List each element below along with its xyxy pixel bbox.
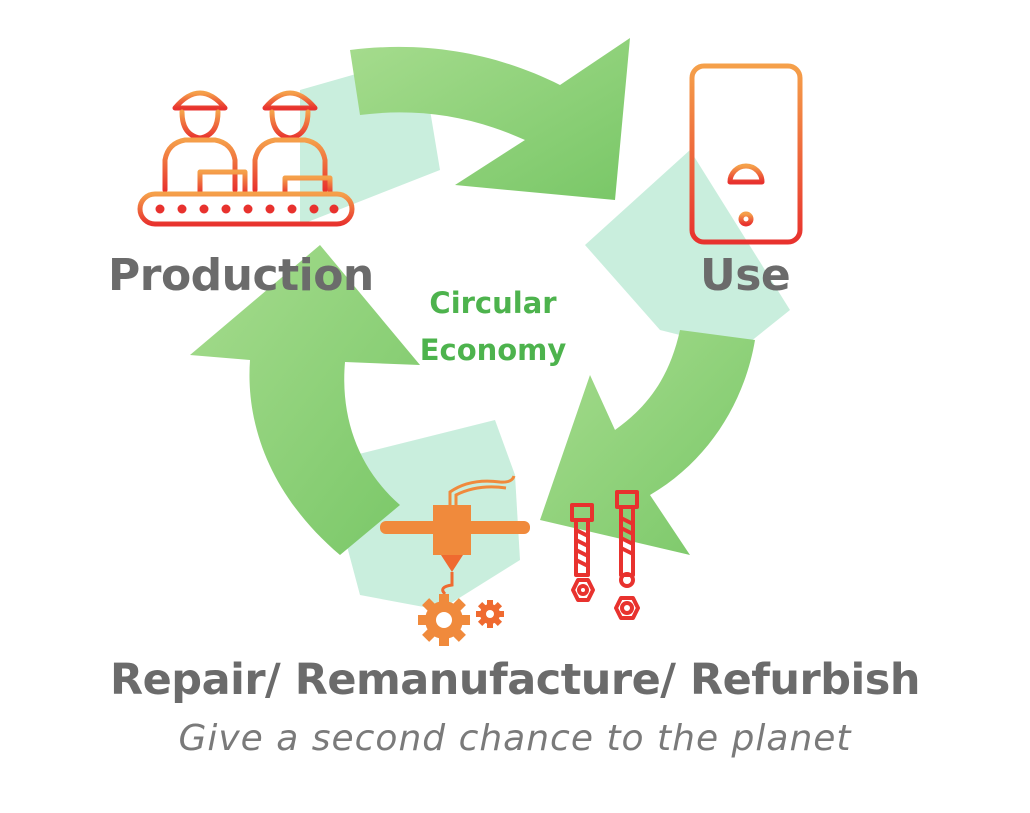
conveyor-rollers [155, 204, 339, 214]
heater-gauge [727, 163, 765, 185]
3d-printer-gears-icon [380, 475, 530, 646]
heater-body [689, 63, 803, 245]
bolts-nuts-icon [570, 490, 640, 620]
recycle-arrows-icon [190, 38, 790, 610]
worker-1-hardhat [172, 90, 228, 111]
use-label: Use [700, 250, 791, 301]
conveyor-belt [137, 191, 355, 227]
bolt-1 [570, 503, 595, 602]
worker-1-head [179, 109, 221, 141]
recycle-arrow-left [190, 245, 420, 555]
bolt-2 [614, 490, 640, 620]
worker-1-box [197, 169, 248, 197]
recycle-arrow-right [540, 330, 755, 555]
circular-economy-label: Circular Economy [402, 280, 584, 374]
production-label: Production [108, 250, 374, 301]
recycle-arrow-back-right [585, 150, 790, 350]
gear-small-icon [476, 600, 504, 628]
worker-1-body [162, 137, 238, 193]
gear-large-icon [418, 594, 470, 646]
tagline: Give a second chance to the planet [178, 718, 852, 759]
printer-head [433, 505, 471, 555]
recycle-arrow-back-bottom [340, 420, 520, 610]
recycle-arrow-top [350, 38, 630, 200]
factory-workers-conveyor-icon [137, 90, 355, 227]
repair-label: Repair/ Remanufacture/ Refurbish [110, 655, 920, 705]
water-heater-icon [689, 63, 803, 245]
worker-2-body [252, 137, 328, 193]
heater-knob [738, 211, 754, 227]
center-label-line1: Circular [429, 286, 557, 320]
center-label-line2: Economy [419, 333, 567, 367]
